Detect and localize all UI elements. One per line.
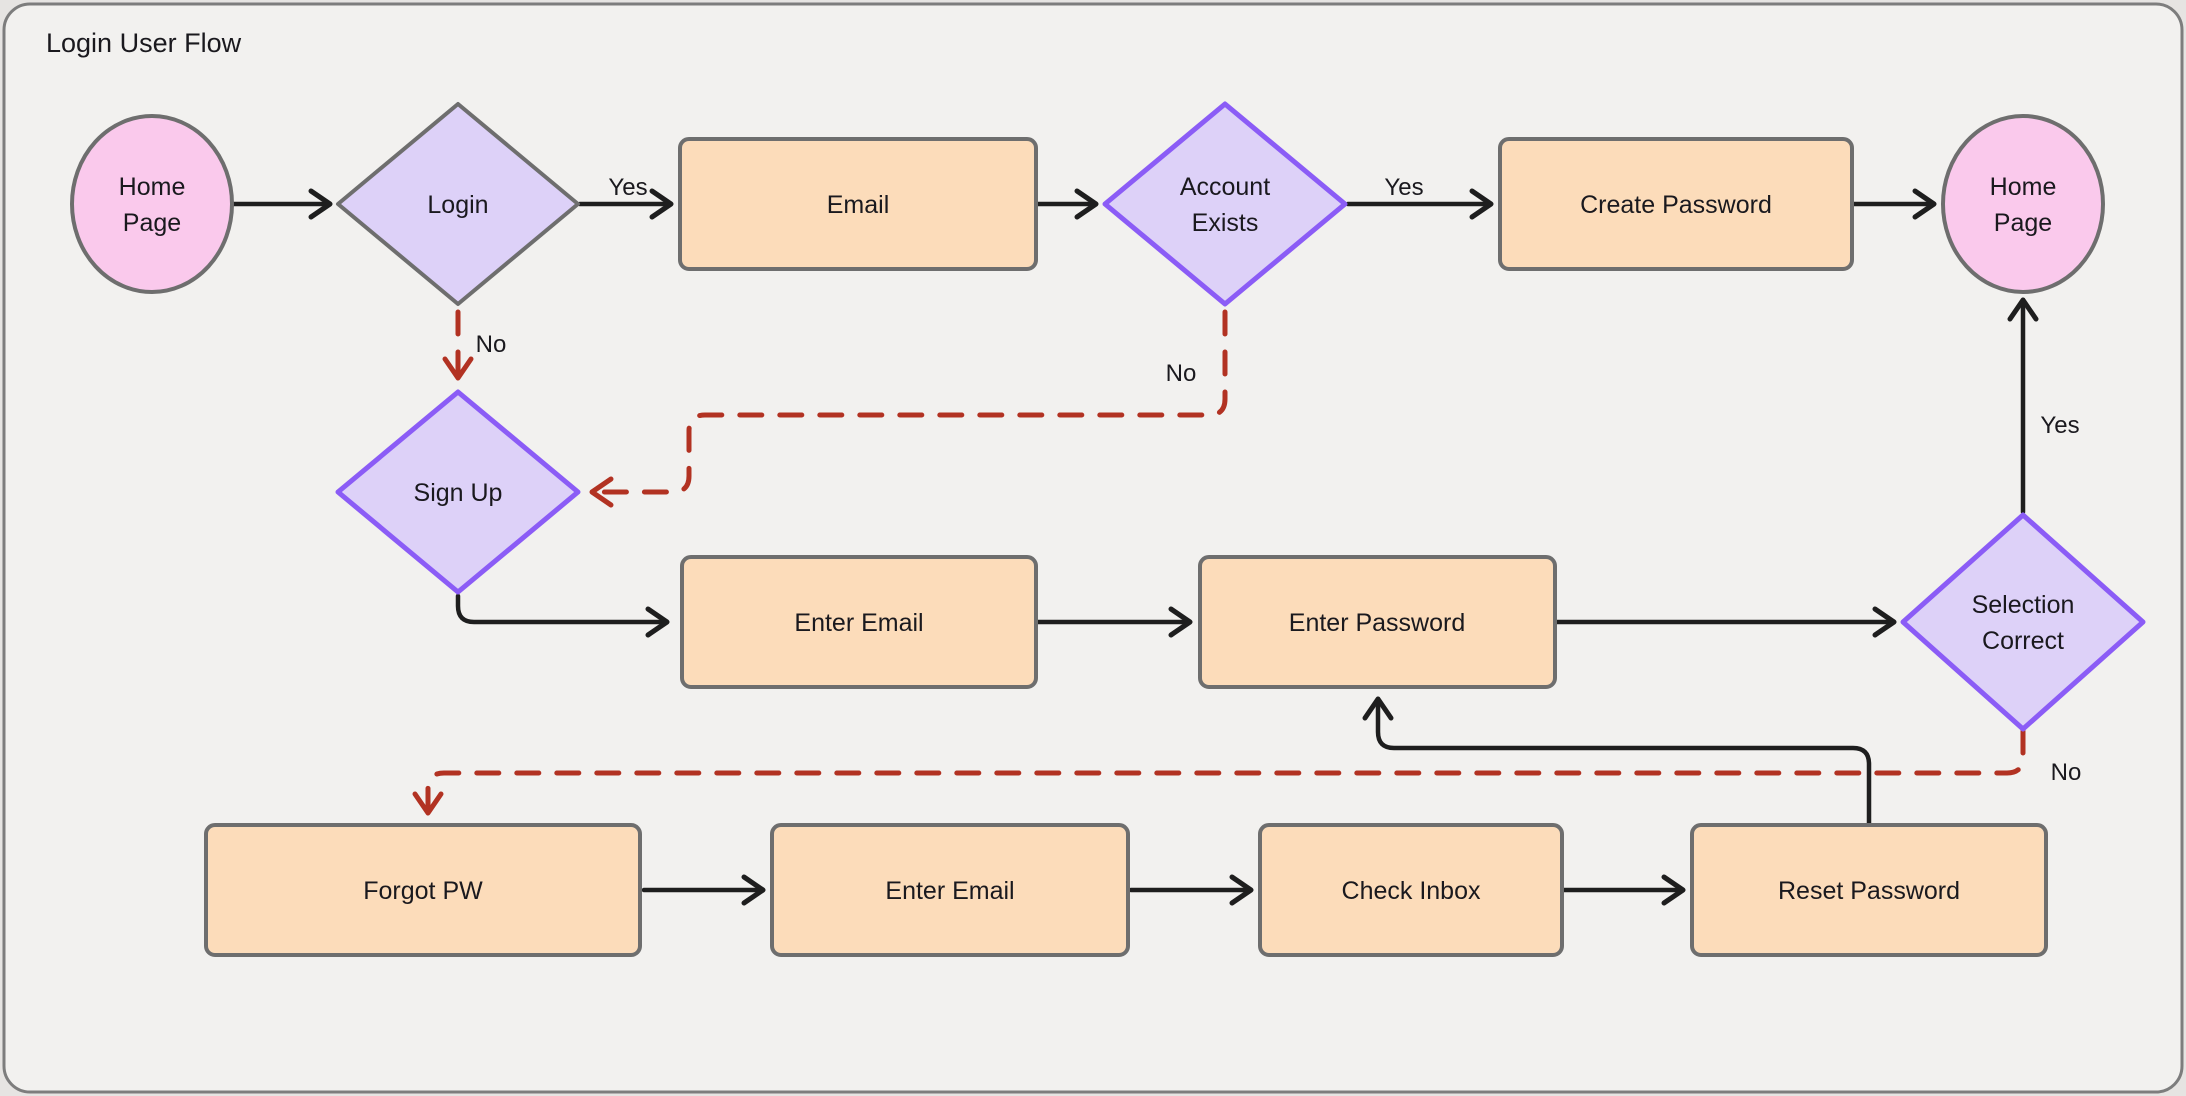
edge-reset-password-to-enter-password[interactable] (1362, 696, 1872, 826)
node-account-exists[interactable] (1102, 101, 1348, 307)
node-home-page-start-label-line1: Home (119, 173, 186, 201)
node-enter-password-label: Enter Password (1289, 609, 1465, 637)
node-enter-email-reset-label: Enter Email (885, 877, 1014, 905)
node-selection-correct-label-line1: Selection (1972, 591, 2075, 619)
node-reset-password-label: Reset Password (1778, 877, 1960, 905)
node-check-inbox-label: Check Inbox (1342, 877, 1481, 905)
node-sign-up[interactable] (335, 389, 581, 595)
node-email[interactable] (678, 137, 1038, 271)
node-reset-password[interactable] (1690, 823, 2048, 957)
edge-label-selection-correct-yes: Yes (2040, 412, 2079, 439)
node-email-label: Email (827, 191, 890, 219)
node-home-page-end-label-line1: Home (1990, 173, 2057, 201)
node-enter-email-reset[interactable] (770, 823, 1130, 957)
node-home-page-end-label-line2: Page (1994, 209, 2052, 237)
node-create-password-label: Create Password (1580, 191, 1772, 219)
node-create-password[interactable] (1498, 137, 1854, 271)
node-forgot-pw[interactable] (204, 823, 642, 957)
edge-label-account-exists-yes: Yes (1384, 174, 1423, 201)
node-check-inbox[interactable] (1258, 823, 1564, 957)
diagram-title: Login User Flow (46, 28, 242, 58)
node-home-page-start[interactable] (70, 114, 234, 294)
node-selection-correct[interactable] (1900, 512, 2146, 732)
node-enter-email-login-label: Enter Email (794, 609, 923, 637)
edge-label-selection-correct-no: No (2051, 759, 2082, 786)
node-home-page-end[interactable] (1941, 114, 2105, 294)
node-login[interactable] (336, 102, 580, 306)
edge-account-exists-no-to-sign-up[interactable] (589, 309, 1228, 508)
edge-label-account-exists-no: No (1166, 360, 1197, 387)
edge-sign-up-to-enter-email[interactable] (455, 593, 670, 638)
node-login-label: Login (427, 191, 488, 219)
node-enter-password[interactable] (1198, 555, 1557, 689)
node-account-exists-label-line1: Account (1180, 173, 1270, 201)
node-enter-email-login[interactable] (680, 555, 1038, 689)
edge-label-login-yes: Yes (608, 174, 647, 201)
node-selection-correct-label-line2: Correct (1982, 627, 2064, 655)
node-forgot-pw-label: Forgot PW (363, 877, 483, 905)
node-account-exists-label-line2: Exists (1192, 209, 1259, 237)
edge-label-login-no: No (476, 331, 507, 358)
node-home-page-start-label-line2: Page (123, 209, 181, 237)
node-sign-up-label: Sign Up (414, 479, 503, 507)
